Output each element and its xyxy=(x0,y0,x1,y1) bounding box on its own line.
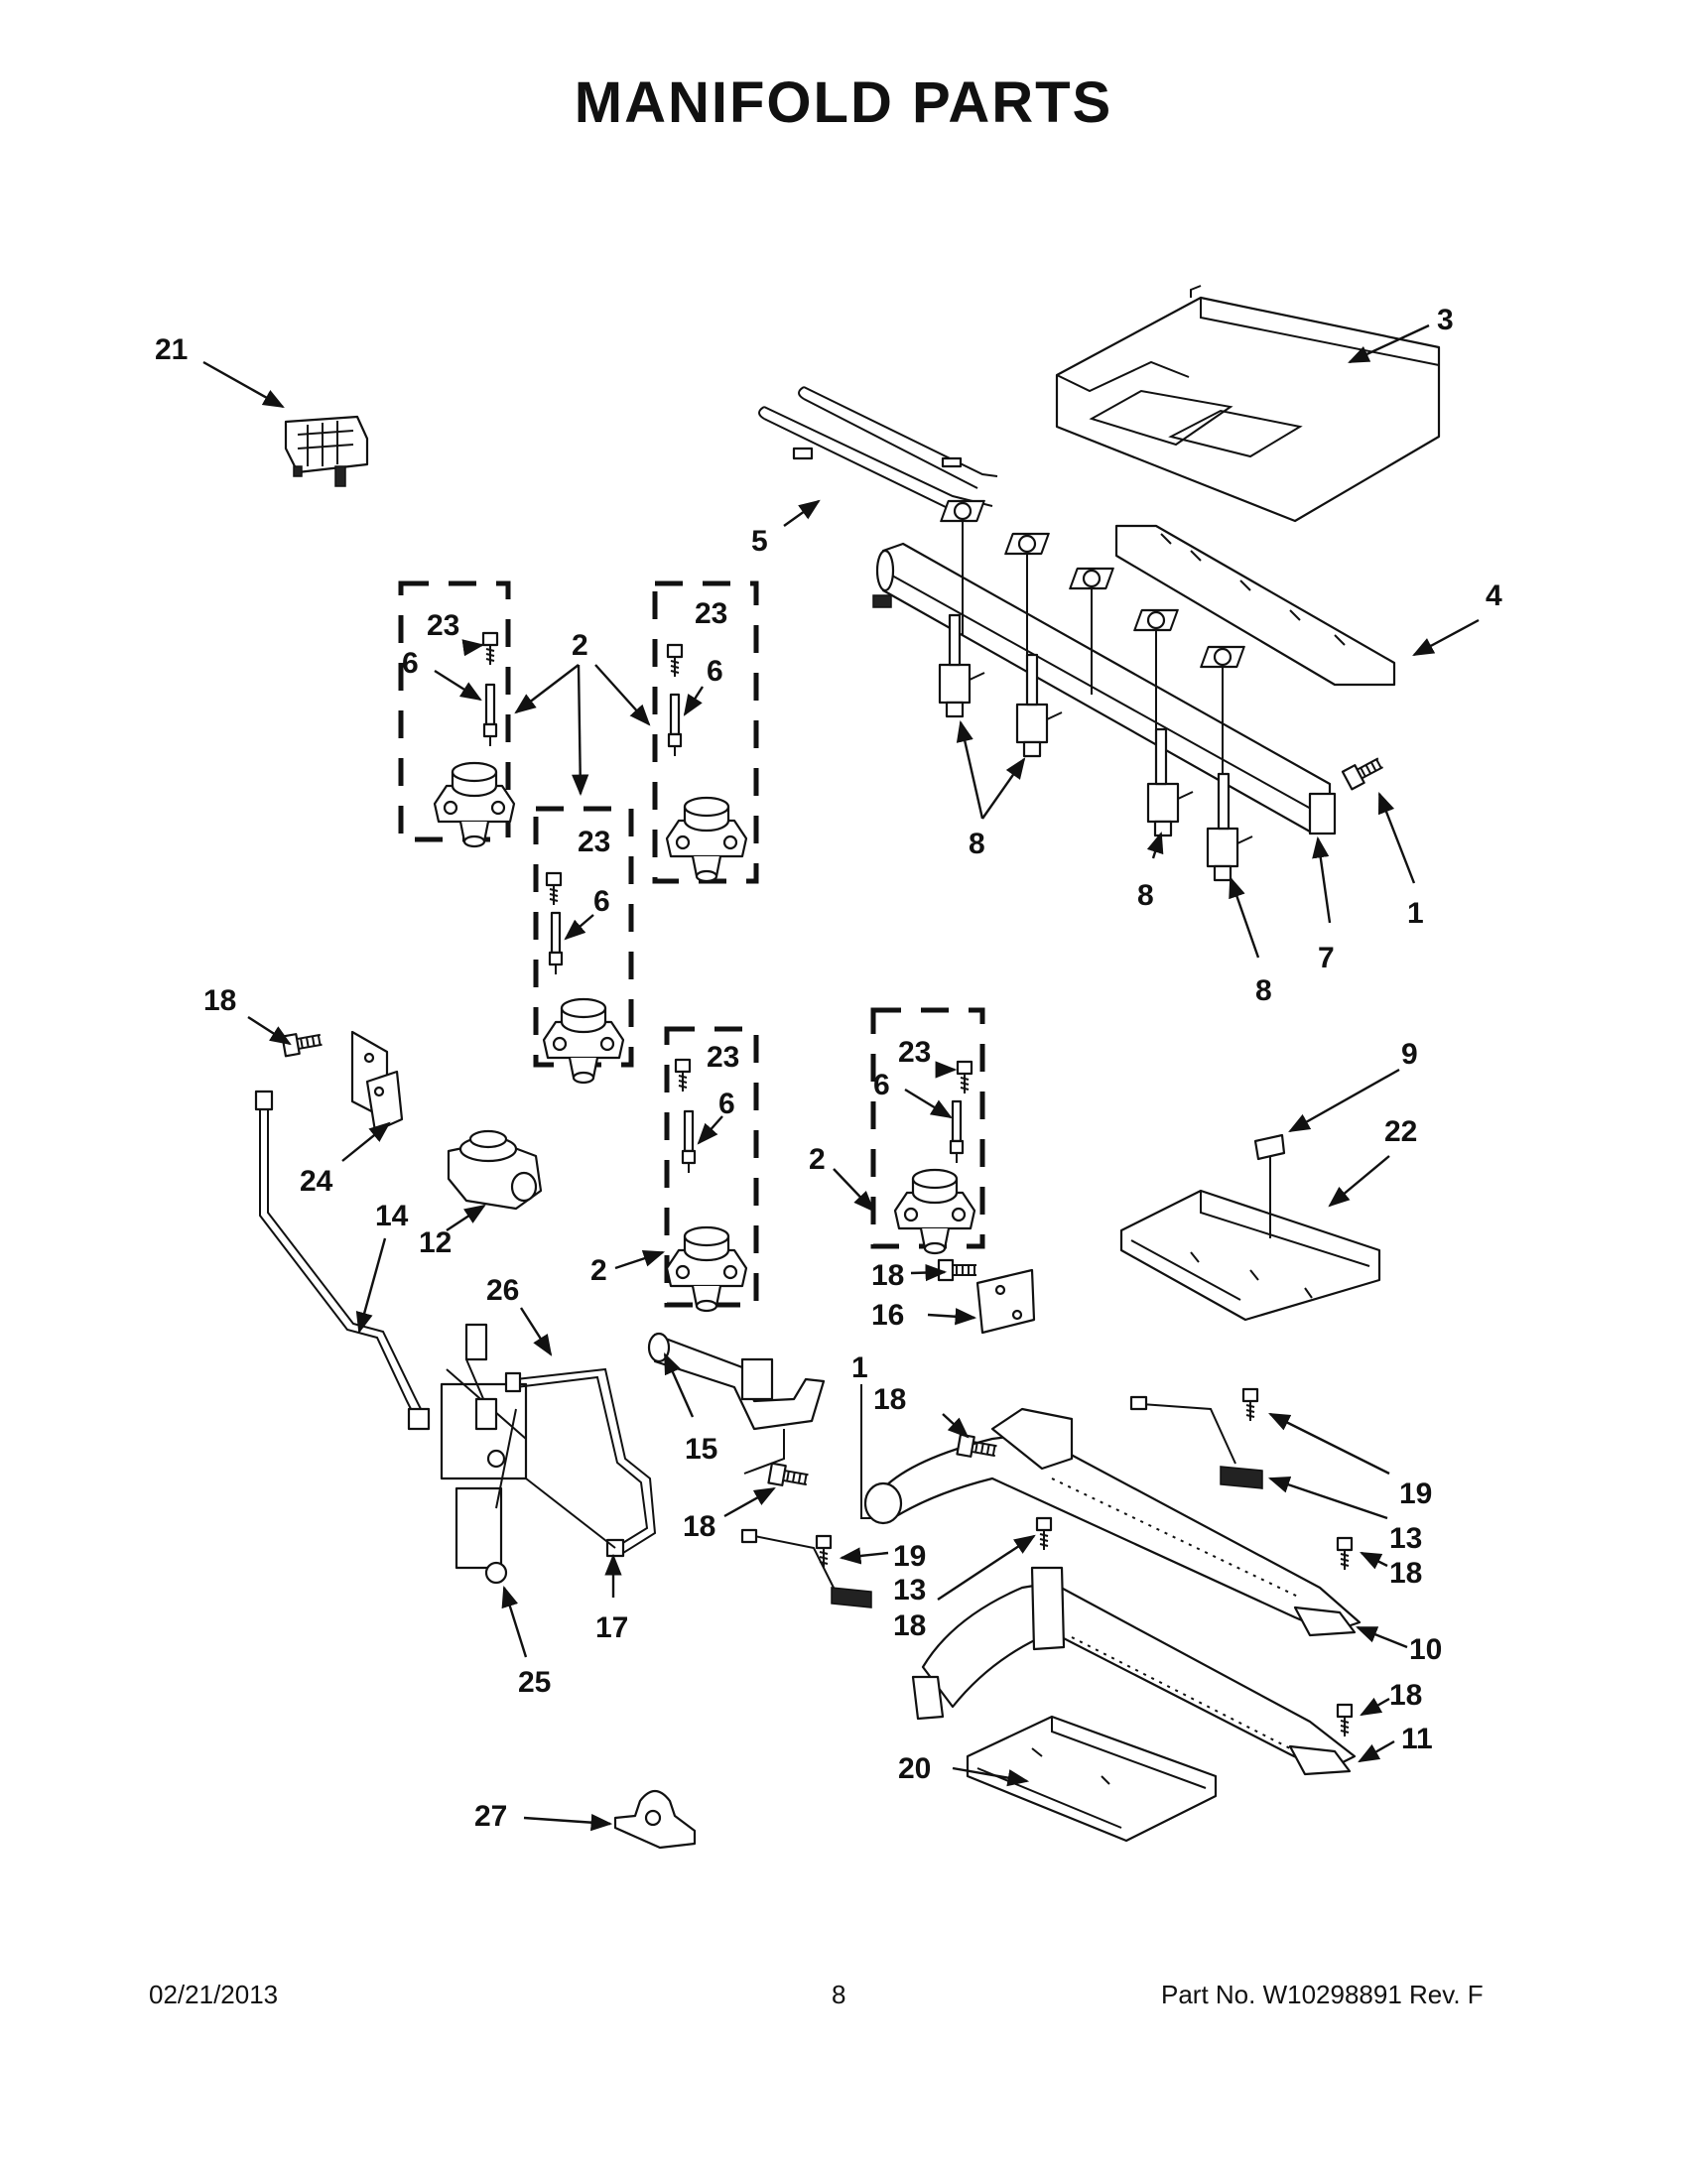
callout-23b: 23 xyxy=(695,597,727,630)
footer-page-number: 8 xyxy=(832,1980,846,2009)
callout-23a: 23 xyxy=(427,609,459,642)
callout-19a: 19 xyxy=(1399,1477,1432,1510)
callout-8c: 8 xyxy=(1255,974,1272,1007)
callout-5: 5 xyxy=(751,525,768,558)
callout-25: 25 xyxy=(518,1666,551,1699)
callout-22: 22 xyxy=(1384,1115,1417,1148)
igniter-wire-harness-part xyxy=(758,386,998,509)
callout-13b: 13 xyxy=(893,1574,926,1606)
callout-18e: 18 xyxy=(1389,1557,1422,1590)
callout-18b: 18 xyxy=(683,1510,715,1543)
callout-27: 27 xyxy=(474,1800,507,1833)
callout-1a: 1 xyxy=(1407,897,1424,930)
callout-20: 20 xyxy=(898,1752,931,1785)
callout-18f: 18 xyxy=(893,1609,926,1642)
main-valve-body-part xyxy=(440,1323,528,1585)
burner-valve-set xyxy=(938,521,1253,882)
callout-19b: 19 xyxy=(893,1540,926,1573)
bracket-24-part xyxy=(350,1030,404,1133)
callout-18c: 18 xyxy=(871,1259,904,1292)
footer-date: 02/21/2013 xyxy=(149,1980,279,2009)
callout-17: 17 xyxy=(595,1611,628,1644)
footer-part-number: Part No. W10298891 Rev. F xyxy=(1161,1980,1484,2009)
gas-tube-part xyxy=(254,1090,431,1431)
callout-24: 24 xyxy=(300,1165,333,1198)
heat-shield-part xyxy=(1114,524,1396,687)
pressure-regulator-part xyxy=(447,1129,543,1211)
callout-23e: 23 xyxy=(898,1036,931,1069)
callout-26: 26 xyxy=(486,1274,519,1307)
igniter-13-left-part xyxy=(740,1528,872,1608)
callout-12: 12 xyxy=(419,1226,452,1259)
valve-kit-box-1 xyxy=(398,580,511,842)
callout-18g: 18 xyxy=(1389,1679,1422,1712)
callout-2c: 2 xyxy=(809,1143,826,1176)
callout-7: 7 xyxy=(1318,942,1335,974)
callout-13a: 13 xyxy=(1389,1522,1422,1555)
callout-6b: 6 xyxy=(707,655,723,688)
callout-3: 3 xyxy=(1437,304,1454,336)
callout-18a: 18 xyxy=(203,984,236,1017)
callout-10: 10 xyxy=(1409,1633,1442,1666)
callout-6c: 6 xyxy=(593,885,610,918)
fitting-part xyxy=(1341,752,1386,791)
callout-4: 4 xyxy=(1486,579,1502,612)
callout-18d: 18 xyxy=(873,1383,906,1416)
callout-23c: 23 xyxy=(578,826,610,858)
callout-9: 9 xyxy=(1401,1038,1418,1071)
callout-8b: 8 xyxy=(1137,879,1154,912)
tray-20-part xyxy=(966,1715,1218,1843)
elbow-tube-part xyxy=(647,1332,826,1475)
top-plate-part xyxy=(1055,285,1441,523)
bracket-16-part xyxy=(975,1268,1036,1335)
igniter-13-right-part xyxy=(1129,1395,1263,1489)
tray-22-part xyxy=(1119,1151,1381,1322)
callout-6a: 6 xyxy=(402,647,419,680)
callout-2b: 2 xyxy=(590,1254,607,1287)
callout-8a: 8 xyxy=(969,828,985,860)
callout-1b: 1 xyxy=(851,1351,868,1384)
callout-14: 14 xyxy=(375,1200,409,1232)
callout-2a: 2 xyxy=(572,629,588,662)
tube-26-part xyxy=(504,1367,657,1558)
callout-6e: 6 xyxy=(873,1069,890,1101)
burner-tube-11-part xyxy=(911,1566,1357,1776)
callout-6d: 6 xyxy=(718,1088,735,1120)
terminal-block-part xyxy=(284,415,369,487)
callout-16: 16 xyxy=(871,1299,904,1332)
manifold-pipe-part xyxy=(872,542,1337,835)
page-title: MANIFOLD PARTS xyxy=(574,70,1113,135)
callout-23d: 23 xyxy=(707,1041,739,1074)
clamp-part xyxy=(613,1789,697,1850)
wing-nut-9-part xyxy=(1253,1133,1286,1161)
valve-kit-box-4 xyxy=(664,1026,759,1308)
callout-21: 21 xyxy=(155,333,188,366)
callout-11: 11 xyxy=(1401,1723,1433,1755)
burner-tube-10-part xyxy=(863,1407,1362,1637)
callout-15: 15 xyxy=(685,1433,717,1466)
